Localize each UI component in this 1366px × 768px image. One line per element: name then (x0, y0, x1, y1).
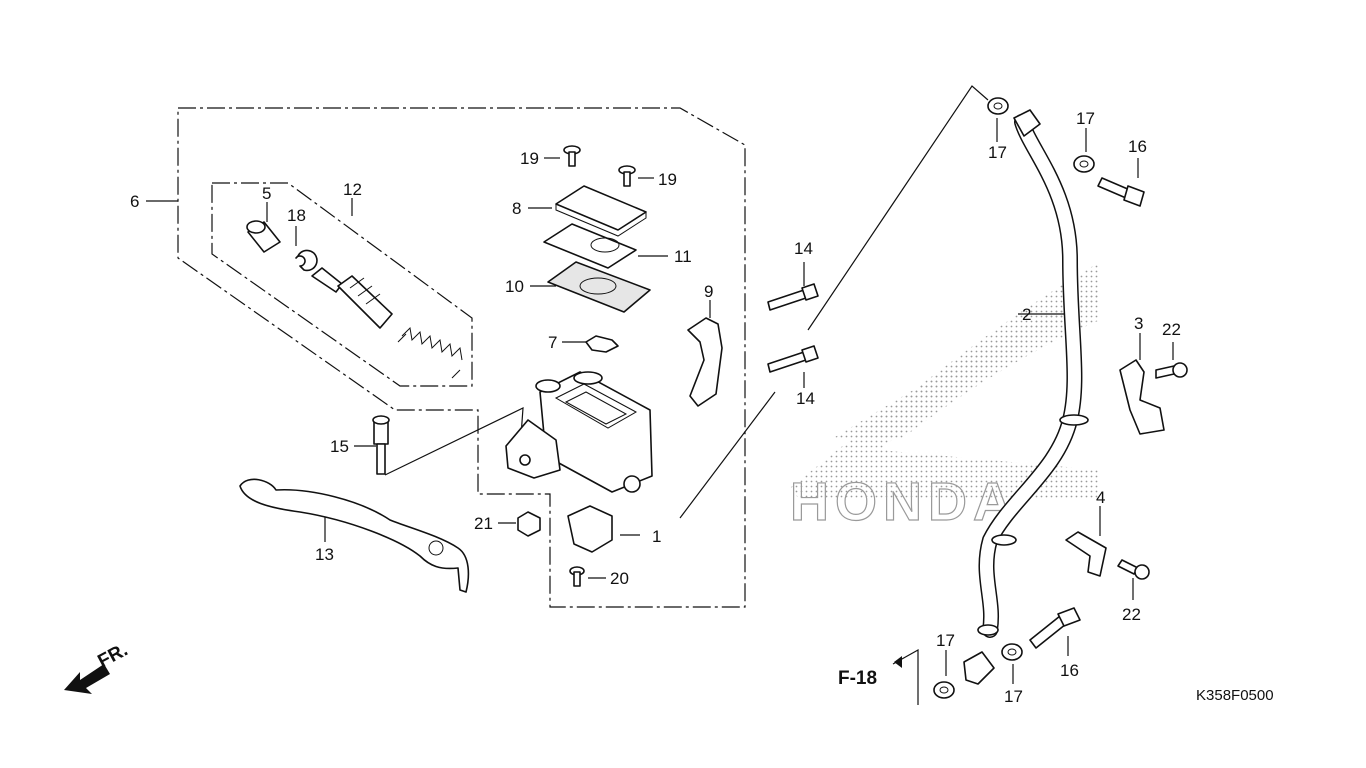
watermark-text: HONDA (790, 472, 1018, 532)
callout-10: 10 (505, 277, 524, 296)
callout-3: 3 (1134, 314, 1143, 333)
part-2-banjo-lower (963, 651, 995, 685)
callout-18: 18 (287, 206, 306, 225)
callout-17-bottom-left: 17 (936, 631, 955, 650)
callout-16-upper: 16 (1128, 137, 1147, 156)
part-16-bolt-lower (1029, 607, 1081, 649)
callout-19-right: 19 (658, 170, 677, 189)
part-13-lever (239, 478, 470, 593)
part-21-nut (517, 511, 541, 537)
callout-17-top-right: 17 (1076, 109, 1095, 128)
front-direction-arrow-icon: FR. (64, 640, 131, 694)
callout-labels: 1 2 3 4 5 6 7 8 9 10 11 12 13 14 14 15 1… (130, 109, 1181, 706)
kit-12-boundary (211, 182, 473, 387)
part-10-diaphragm (547, 261, 651, 313)
reference-arrow-icon (894, 656, 902, 668)
part-19-screw-a (563, 145, 581, 167)
callout-20: 20 (610, 569, 629, 588)
callout-14-upper: 14 (794, 239, 813, 258)
master-cylinder-body (505, 371, 653, 493)
callout-8: 8 (512, 199, 521, 218)
part-12-piston (311, 267, 393, 329)
part-11-plate (543, 223, 637, 269)
part-15-pivot-bolt (372, 415, 390, 475)
callout-19-left: 19 (520, 149, 539, 168)
callout-16-lower: 16 (1060, 661, 1079, 680)
part-14-bolt-upper (767, 283, 819, 311)
part-8-cap (555, 185, 647, 231)
callout-22-lower: 22 (1122, 605, 1141, 624)
part-2-brake-hose (977, 114, 1089, 638)
honda-wing-logo: HONDA (789, 262, 1100, 533)
part-20-screw (569, 566, 585, 587)
part-16-bolt-upper (1097, 177, 1145, 207)
callout-2: 2 (1022, 305, 1031, 324)
part-3-clamp (1119, 359, 1165, 435)
callout-15: 15 (330, 437, 349, 456)
part-1-switch (567, 505, 613, 553)
part-17-washer-top-right (1073, 155, 1095, 173)
diagram-code: K358F0500 (1196, 687, 1274, 704)
callout-11: 11 (674, 247, 692, 266)
callout-6: 6 (130, 192, 139, 211)
callout-22-upper: 22 (1162, 320, 1181, 339)
part-17-washer-bottom-right (1001, 643, 1023, 661)
callout-17-bottom-right: 17 (1004, 687, 1023, 706)
reference-label: F-18 (838, 668, 877, 689)
callout-5: 5 (262, 184, 271, 203)
part-5-boot (246, 220, 281, 253)
callout-1: 1 (652, 527, 661, 546)
callout-4: 4 (1096, 488, 1105, 507)
part-4-guide (1065, 531, 1107, 577)
part-12-spring (397, 326, 463, 379)
callout-9: 9 (704, 282, 713, 301)
assembly-6-boundary (177, 107, 746, 608)
part-22-bolt-lower (1117, 559, 1150, 580)
callout-21: 21 (474, 514, 493, 533)
part-14-bolt-lower (767, 345, 819, 373)
part-17-washer-top-left (987, 97, 1009, 115)
callout-13: 13 (315, 545, 334, 564)
callout-7: 7 (548, 333, 557, 352)
part-7-float (585, 335, 619, 353)
part-9-holder (687, 317, 723, 407)
part-2-banjo-upper (1013, 109, 1041, 137)
callout-12: 12 (343, 180, 362, 199)
callout-17-top-left: 17 (988, 143, 1007, 162)
part-19-screw-b (618, 165, 636, 187)
part-17-washer-bottom-left (933, 681, 955, 699)
part-22-bolt-upper (1155, 362, 1188, 379)
callout-14-lower: 14 (796, 389, 815, 408)
part-18-circlip (295, 249, 318, 272)
